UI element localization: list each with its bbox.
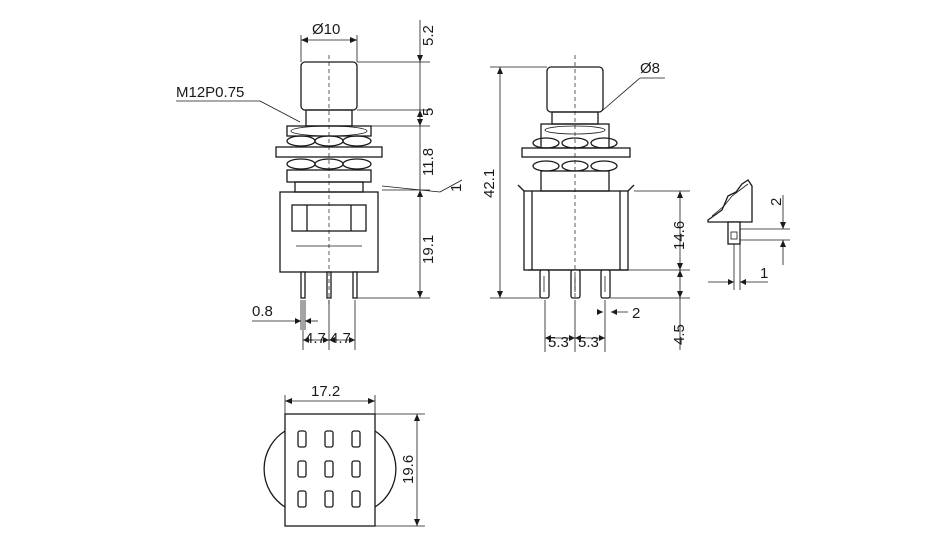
front-pin-pitch-left-label: 4.7 <box>305 330 326 347</box>
bottom-width-label: 17.2 <box>311 383 340 400</box>
front-view: Ø10 M12P0.75 5.2 5 11.8 19.1 1 0.8 <box>176 20 465 350</box>
bottom-body <box>284 413 376 527</box>
front-pin <box>300 271 306 299</box>
front-cap-diameter-label: Ø10 <box>312 21 340 38</box>
side-pin-pitch-left-label: 5.3 <box>548 334 569 351</box>
side-pin <box>539 269 550 299</box>
side-overall-height-label: 42.1 <box>481 169 498 198</box>
side-pin-gap-label: 2 <box>632 305 640 322</box>
side-body <box>523 190 629 271</box>
bottom-view: 17.2 19.6 <box>263 383 425 527</box>
side-cap-diameter-label: Ø8 <box>640 60 660 77</box>
detail-pin <box>727 221 741 245</box>
bottom-flange-right <box>374 430 397 508</box>
front-pin-width-label: 0.8 <box>252 303 273 320</box>
bottom-flange-left <box>263 430 286 508</box>
detail-hole-height-label: 2 <box>768 198 785 206</box>
front-cap-height-label: 5.2 <box>420 25 437 46</box>
front-bushing-height-label: 11.8 <box>420 148 437 176</box>
bottom-pin-slot <box>297 430 307 448</box>
side-pin-length-label: 4.5 <box>671 324 688 345</box>
side-washer <box>521 147 631 158</box>
detail-pin-thickness-label: 1 <box>760 265 768 282</box>
side-view: Ø8 42.1 14.6 4.5 5.3 5.3 2 <box>481 55 690 352</box>
pin-detail: 2 1 <box>707 179 790 290</box>
front-thread-label: M12P0.75 <box>176 84 244 101</box>
front-stem-height-label: 5 <box>420 108 437 116</box>
front-thread-oval <box>286 135 316 147</box>
front-nut-gap-label: 1 <box>448 184 465 192</box>
front-pin-pitch-right-label: 4.7 <box>330 330 351 347</box>
side-body-height-label: 14.6 <box>671 221 688 250</box>
bottom-depth-label: 19.6 <box>400 455 417 484</box>
front-body-height-label: 19.1 <box>420 235 437 264</box>
side-pin-pitch-right-label: 5.3 <box>578 334 599 351</box>
